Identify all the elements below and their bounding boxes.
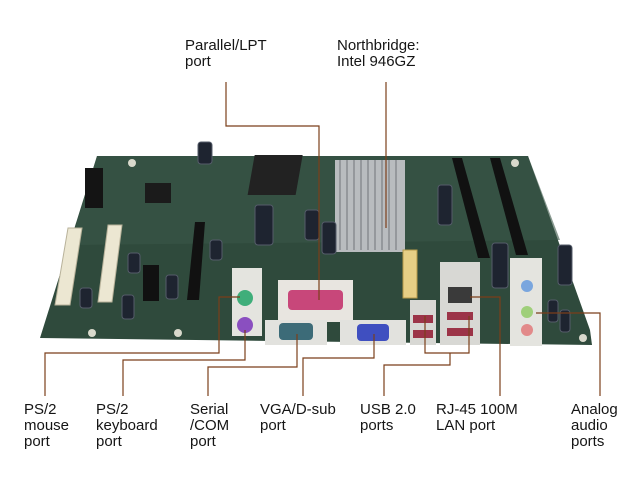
parallel-port-connector [288,290,343,310]
audio-line-in [521,280,533,292]
pci-slot-1 [54,227,83,306]
audio-mic [521,324,533,336]
label-usb-ports: USB 2.0 ports [360,401,416,434]
superio-chip [145,183,171,203]
label-vga-port: VGA/D-sub port [260,401,336,434]
pci-slot-3 [402,249,418,299]
leader-lines [44,82,601,396]
audio-line-out [521,306,533,318]
usb-port-b [413,330,433,338]
leader-audio [536,312,601,396]
serial-port-connector [279,323,313,340]
pcie-x16-slot [187,222,205,300]
cpu-socket [247,155,303,195]
pci-slot-2 [97,224,123,303]
label-lan-port: RJ-45 100M LAN port [436,401,518,434]
leader-usb [424,316,470,354]
label-northbridge: Northbridge: Intel 946GZ [337,37,420,70]
dimm-slot-2 [490,158,528,255]
label-ps2-mouse: PS/2 mouse port [24,401,70,450]
pcb-shade [70,156,560,245]
leader-lan [470,296,501,396]
leader-usb-down [383,353,451,396]
usb-port-c [447,312,473,320]
usb-port-d [447,328,473,336]
leader-ps2-mouse [44,296,240,396]
usb-port-a [413,315,433,323]
leader-parallel [225,82,320,300]
label-serial-port: Serial /COM port [190,401,230,450]
northbridge-heatsink [335,160,405,252]
pcie-x1-slot [143,265,159,301]
ide-connector [85,168,103,208]
dimm-slot-1 [452,158,490,258]
leader-serial [207,334,298,396]
vga-port-connector [357,324,389,341]
leader-ps2-keyboard [122,330,246,396]
label-parallel-port: Parallel/LPT port [185,37,267,70]
mounting-holes [88,159,587,342]
leader-vga [302,334,375,396]
ps2-mouse-connector [237,290,253,306]
rj45-jack [448,287,472,303]
label-audio-ports: Analog audio ports [571,401,618,450]
heatsink-fins [339,160,397,250]
ps2-keyboard-connector [237,317,253,333]
label-ps2-keyboard: PS/2 keyboard port [96,401,158,450]
capacitors [79,141,573,333]
